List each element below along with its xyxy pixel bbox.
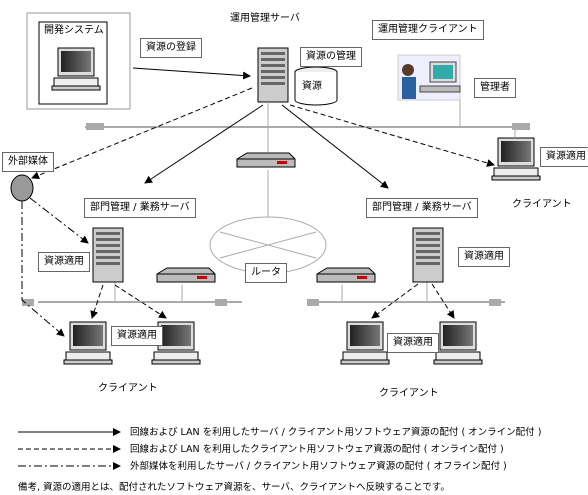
dept-server-right-label: 部門管理 / 業務サーバ	[366, 198, 478, 218]
legend-dashed-text: 回線および LAN を利用したクライアント用ソフトウェア資源の配付 ( オンライ…	[130, 444, 504, 455]
dev-system-label: 開発システム	[44, 24, 104, 38]
ops-server-label: 運用管理サーバ	[230, 13, 300, 24]
dept-server-left-label: 部門管理 / 業務サーバ	[84, 198, 196, 218]
apply-clients-left-callout: 資源適用	[111, 326, 163, 346]
admin-label: 管理者	[474, 78, 516, 98]
router-label: ルータ	[245, 263, 287, 283]
ops-client-label: 運用管理クライアント	[372, 20, 484, 40]
clients-left-label: クライアント	[93, 380, 163, 398]
resource-label: 資源	[302, 81, 322, 92]
apply-server-right-callout: 資源適用	[458, 247, 510, 267]
dev-system-frame	[26, 12, 131, 110]
legend-dashdot-text: 外部媒体を利用したサーバ / クライアント用ソフトウェア資源の配付 ( オフライ…	[130, 461, 507, 472]
clients-right-label: クライアント	[374, 385, 444, 403]
external-media-label: 外部媒体	[2, 152, 54, 172]
legend-solid-text: 回線および LAN を利用したサーバ / クライアント用ソフトウェア資源の配付 …	[130, 427, 542, 438]
apply-clients-right-callout: 資源適用	[387, 333, 439, 353]
apply-server-left-callout: 資源適用	[38, 252, 90, 272]
apply-top-right-callout: 資源適用	[540, 147, 588, 167]
client-top-right-label: クライアント	[512, 199, 572, 210]
resource-register-callout: 資源の登録	[140, 38, 202, 58]
resource-manage-callout: 資源の管理	[300, 47, 362, 67]
footnote: 備考, 資源の適用とは、配付されたソフトウェア資源を、サーバ、クライアントへ反映…	[18, 482, 450, 493]
external-media-icon	[10, 174, 34, 202]
